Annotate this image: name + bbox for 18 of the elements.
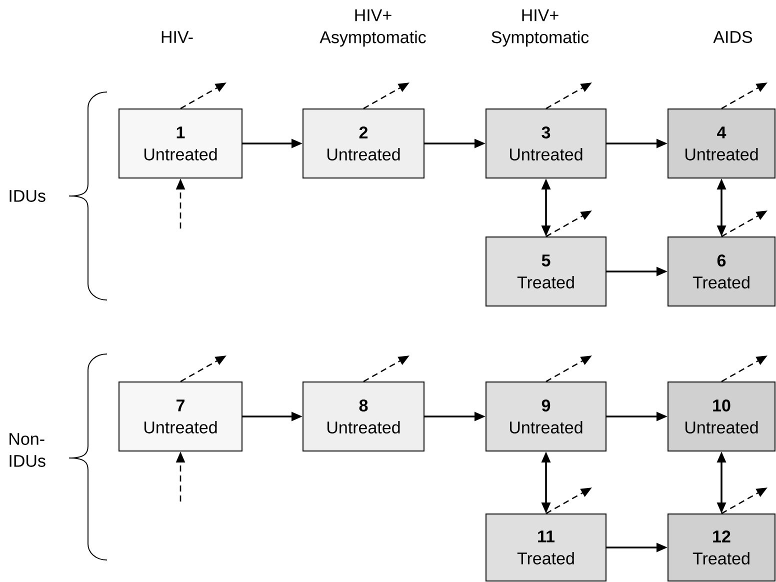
state-box: 11 Treated [486, 514, 606, 582]
row-label: IDUs [10, 190, 46, 202]
row-label: Non-IDUs [10, 433, 46, 467]
state-box: 7 Untreated [118, 382, 242, 452]
column-heading: HIV- [162, 31, 193, 43]
state-box: 12 Treated [668, 514, 776, 582]
state-box: 3 Untreated [486, 108, 606, 178]
state-box: 4 Untreated [668, 108, 776, 178]
state-box: 9 Untreated [486, 382, 606, 452]
state-box: 10 Untreated [668, 382, 776, 452]
column-heading: HIV+ Asymptomatic [320, 9, 426, 47]
column-heading: HIV+ Symptomatic [492, 9, 589, 47]
state-box: 8 Untreated [302, 382, 424, 452]
state-box: 6 Treated [668, 236, 776, 306]
state-box: 1 Untreated [118, 108, 242, 178]
column-heading: AIDS [713, 30, 752, 44]
state-box: 2 Untreated [302, 108, 424, 178]
state-box: 5 Treated [486, 236, 606, 306]
